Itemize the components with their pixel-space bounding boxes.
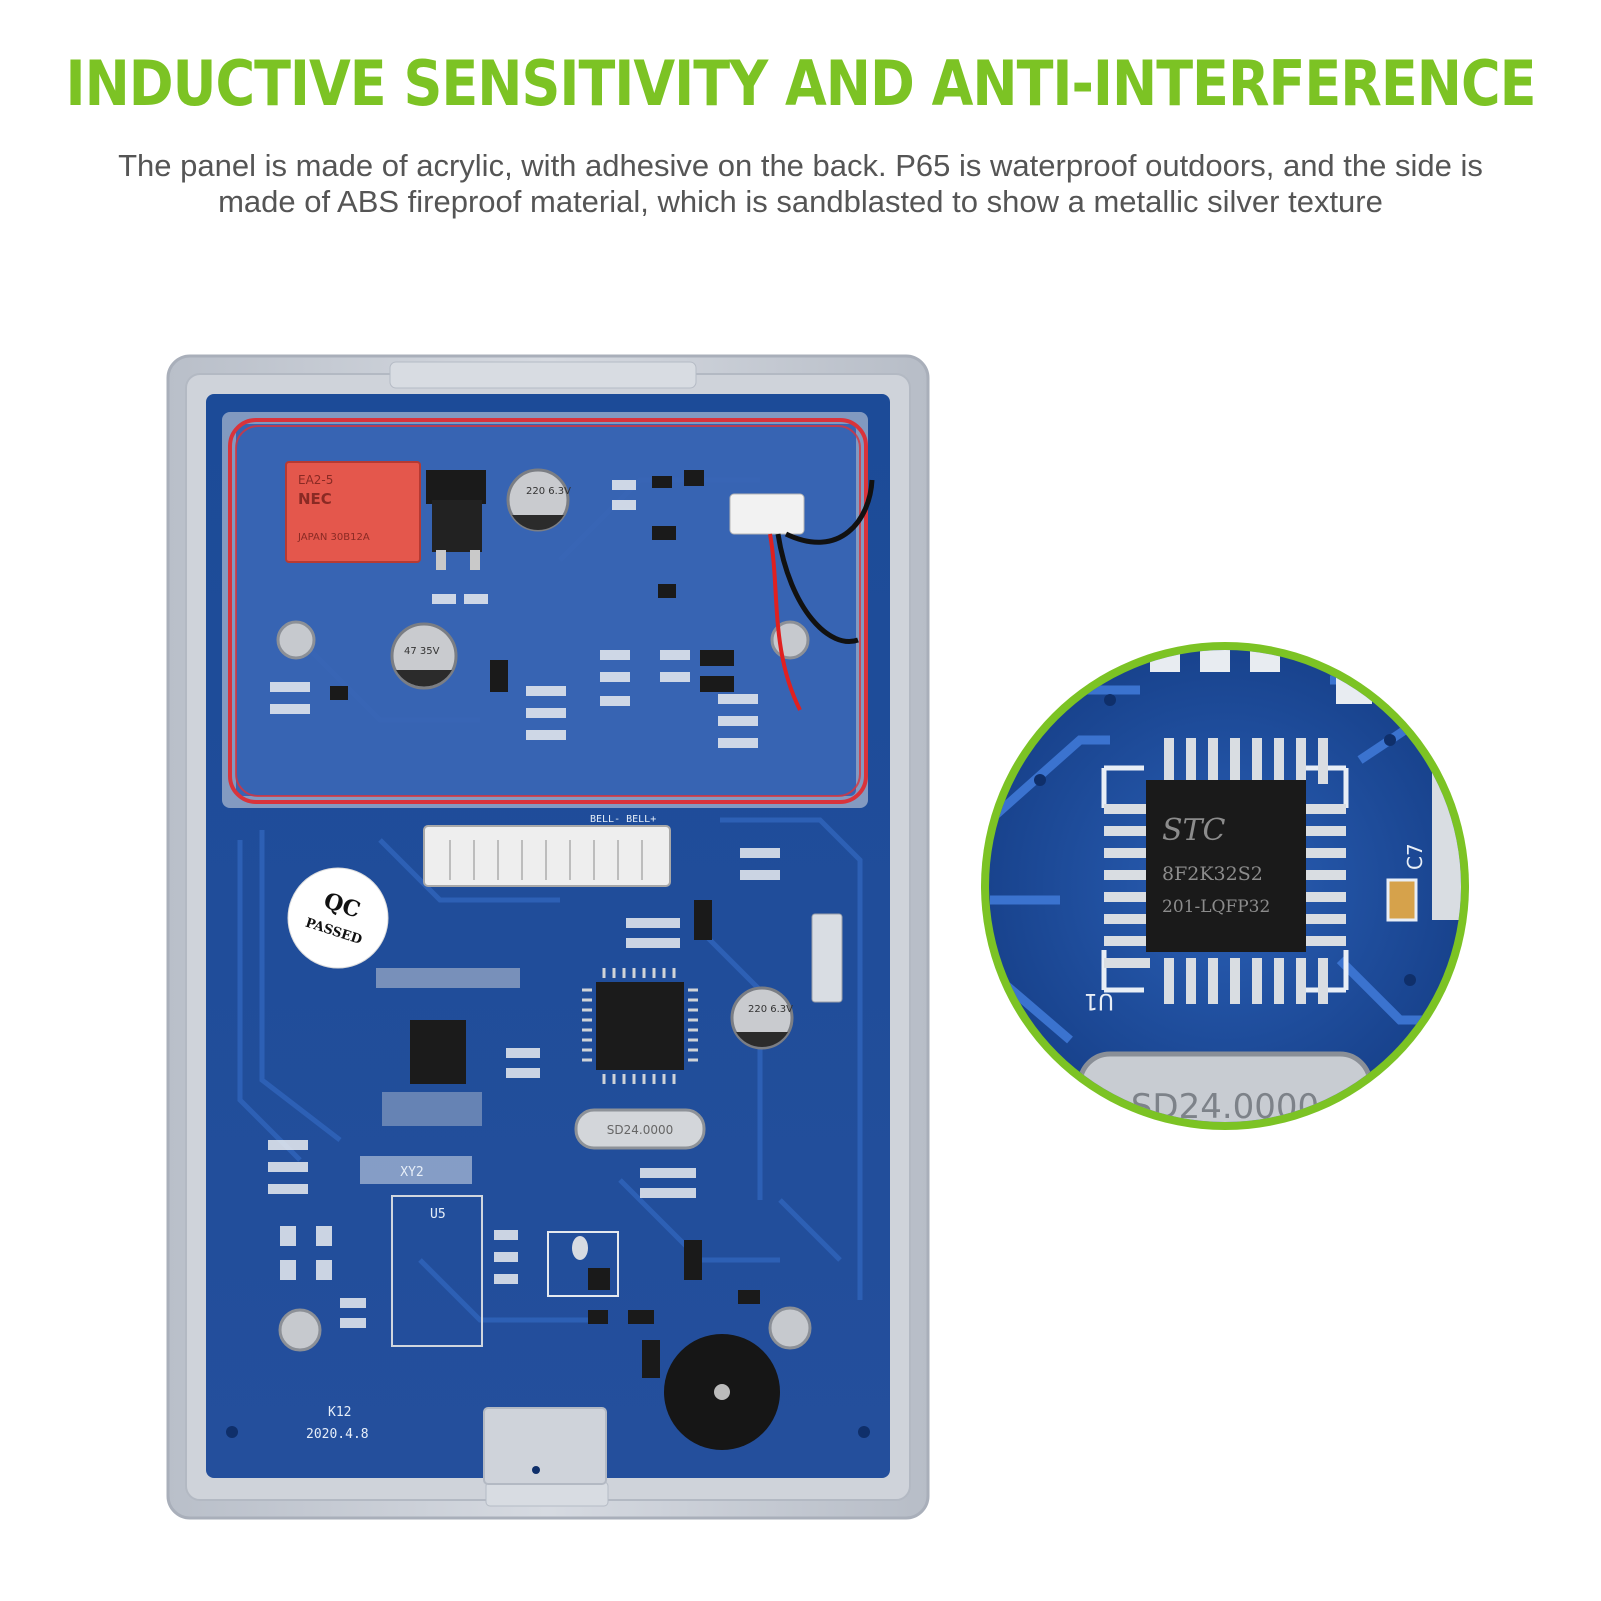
svg-text:U5: U5 <box>430 1207 446 1222</box>
svg-text:SD24.0000: SD24.0000 <box>607 1123 673 1137</box>
capacitor-c3: 220 6.3V <box>730 986 794 1050</box>
svg-text:NEC: NEC <box>298 490 332 508</box>
svg-text:47 35V: 47 35V <box>404 646 440 657</box>
driver-ic <box>376 968 520 1126</box>
svg-text:220 6.3V: 220 6.3V <box>748 1004 793 1015</box>
svg-text:SD24.0000: SD24.0000 <box>1131 1087 1319 1127</box>
svg-text:C7: C7 <box>1403 843 1427 870</box>
crystal-oscillator: SD24.0000 <box>574 1108 706 1150</box>
svg-text:BELL- BELL+: BELL- BELL+ <box>590 814 656 825</box>
buzzer <box>664 1334 780 1450</box>
svg-text:U1: U1 <box>1084 988 1114 1013</box>
side-header <box>811 913 843 1003</box>
svg-text:EA2-5: EA2-5 <box>298 473 333 487</box>
svg-text:STC: STC <box>1162 813 1226 848</box>
wire-connector <box>729 479 875 711</box>
svg-text:201-LQFP32: 201-LQFP32 <box>1162 897 1270 917</box>
antenna-coil <box>228 418 868 804</box>
mounting-screws <box>276 620 812 1352</box>
svg-text:8F2K32S2: 8F2K32S2 <box>1162 863 1263 885</box>
relay: EA2-5 NEC JAPAN 30B12A <box>285 461 421 563</box>
svg-text:JAPAN 30B12A: JAPAN 30B12A <box>297 532 370 543</box>
chip-zoom-view: STC 8F2K32S2 201-LQFP32 U1 C7 SD24.0000 <box>981 642 1469 1130</box>
board-date-label: 2020.4.8 <box>306 1427 369 1442</box>
smd-components <box>330 470 760 1378</box>
voltage-regulator <box>426 470 486 570</box>
mcu-chip <box>582 968 698 1084</box>
pin-header: BELL- BELL+ <box>423 814 671 887</box>
page-title: INDUCTIVE SENSITIVITY AND ANTI-INTERFERE… <box>65 47 1537 120</box>
u5-module: XY2 U5 <box>360 1156 483 1347</box>
product-description: The panel is made of acrylic, with adhes… <box>118 148 1483 219</box>
qc-passed-sticker: QC PASSED <box>287 867 389 969</box>
resistor-arrays <box>268 480 780 1328</box>
capacitor-c2: 220 6.3V <box>506 468 571 532</box>
status-led <box>547 1231 619 1297</box>
capacitor-c1: 47 35V <box>390 622 458 690</box>
svg-text:XY2: XY2 <box>400 1165 423 1180</box>
svg-text:220 6.3V: 220 6.3V <box>526 486 571 497</box>
board-model-label: K12 <box>328 1405 351 1420</box>
